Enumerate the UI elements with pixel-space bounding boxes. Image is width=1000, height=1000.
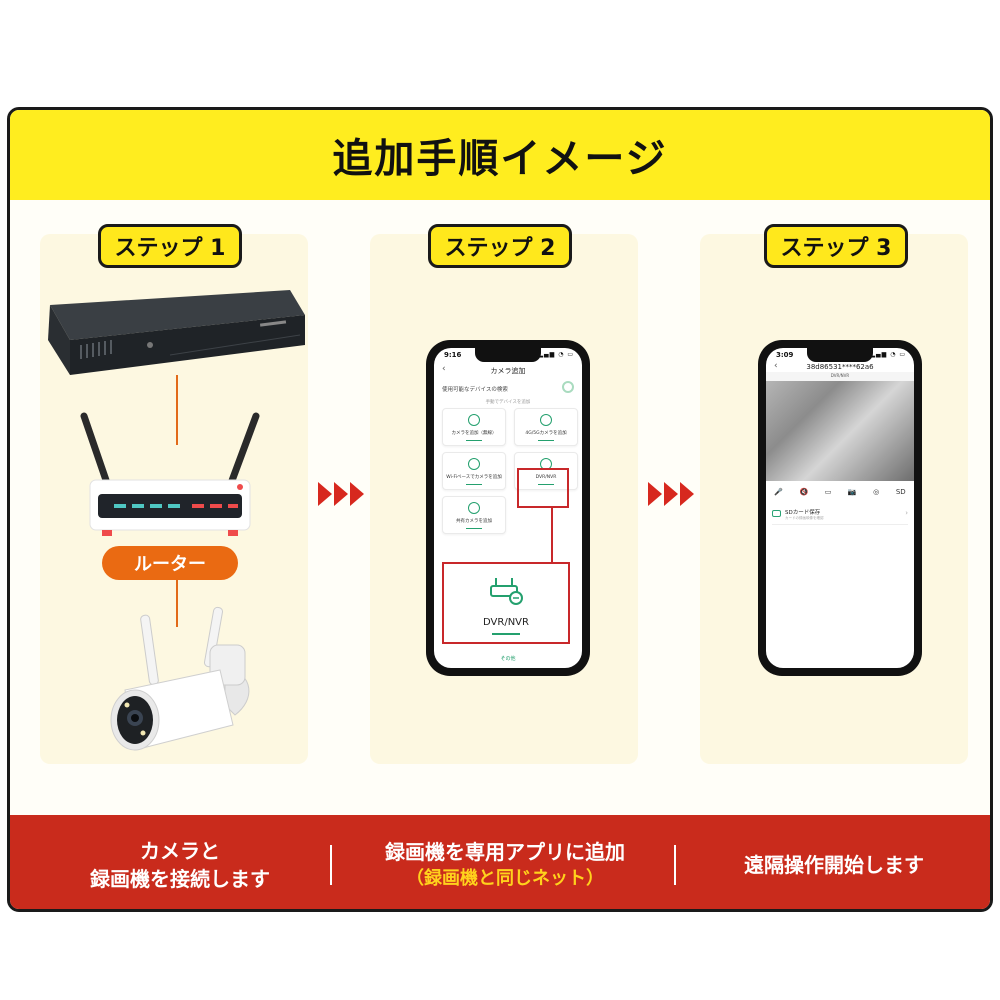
caption-step1: カメラと 録画機を接続します <box>30 815 330 909</box>
sd-card-row[interactable]: SDカード保存 カードの録画映像を確認 › <box>772 507 908 525</box>
caption-step2: 録画機を専用アプリに追加 （録画機と同じネット） <box>340 815 670 909</box>
wifi-camera-icon <box>468 458 480 470</box>
footer-band: カメラと 録画機を接続します 録画機を専用アプリに追加 （録画機と同じネット） … <box>10 815 990 909</box>
phone3-screen: 3:09 ▂▄▆ ◔ ▭ ‹ 38d86531****62a6 DVR/NVR … <box>766 348 914 668</box>
dvr-nvr-icon <box>490 578 523 605</box>
tile-shared-camera[interactable]: 共有カメラを追加 <box>442 496 506 534</box>
tile-label: カメラを追加（無線） <box>451 431 497 436</box>
phone-step3: 3:09 ▂▄▆ ◔ ▭ ‹ 38d86531****62a6 DVR/NVR … <box>758 340 922 676</box>
search-section-label: 使用可能なデバイスの検索 <box>442 387 508 393</box>
caption-line: 録画機を専用アプリに追加 <box>385 840 625 864</box>
card-underline <box>492 633 520 635</box>
tile-label: Wi-Fiベースでカメラを追加 <box>446 475 502 480</box>
arrow-2-3-icon <box>648 482 694 506</box>
status-icons: ▂▄▆ ◔ ▭ <box>538 351 574 358</box>
highlight-connector <box>551 507 553 565</box>
tile-label: DVR/NVR <box>535 475 557 480</box>
control-row: 🎤 🔇 ▭ 📷 ◎ SD <box>766 485 914 499</box>
page-title: 追加手順イメージ <box>332 136 668 182</box>
phone-notch <box>475 348 541 362</box>
sd-quality-button[interactable]: SD <box>895 488 906 496</box>
tile-underline <box>466 439 482 441</box>
chevron-right-icon: › <box>905 509 908 517</box>
tile-underline <box>466 483 482 485</box>
camera-icon <box>468 414 480 426</box>
caption-divider <box>674 845 676 885</box>
other-link[interactable]: その他 <box>500 656 516 662</box>
tile-label: 共有カメラを追加 <box>456 519 492 524</box>
caption-note: （録画機と同じネット） <box>406 868 604 889</box>
main-frame: 追加手順イメージ ステップ 1 ステップ 2 ステップ 3 <box>7 107 993 912</box>
status-icons: ▂▄▆ ◔ ▭ <box>870 351 906 358</box>
record-icon[interactable]: ▭ <box>824 488 832 496</box>
status-time: 9:16 <box>444 351 462 359</box>
snapshot-icon[interactable]: 📷 <box>847 488 857 496</box>
router-label: ルーター <box>102 546 238 580</box>
manual-add-label: 手動でデバイスを追加 <box>485 400 531 405</box>
caption-line: 遠隔操作開始します <box>744 853 924 877</box>
sd-card-subtitle: カードの録画映像を確認 <box>785 516 824 520</box>
signal-camera-icon <box>540 414 552 426</box>
tile-add-camera[interactable]: カメラを追加（無線） <box>442 408 506 446</box>
tile-label: 4G/5Gカメラを追加 <box>525 431 567 436</box>
back-chevron-icon[interactable]: ‹ <box>774 361 778 371</box>
app-title: カメラ追加 <box>490 367 526 375</box>
live-channel-label: DVR/NVR <box>830 373 850 378</box>
tile-underline <box>466 527 482 529</box>
dvr-nvr-label: DVR/NVR <box>483 617 529 628</box>
caption-line: カメラと <box>140 839 220 863</box>
status-time: 3:09 <box>776 351 794 359</box>
tile-underline <box>538 439 554 441</box>
sd-card-title: SDカード保存 <box>785 510 821 516</box>
mute-icon[interactable]: 🔇 <box>799 488 809 496</box>
mic-icon[interactable]: 🎤 <box>774 488 783 496</box>
live-video-feed[interactable] <box>766 381 914 481</box>
scan-icon[interactable] <box>562 381 574 393</box>
dvr-recorder-image <box>48 290 305 375</box>
sd-card-icon <box>772 510 781 517</box>
connection-line-bottom <box>176 572 178 627</box>
arrow-1-2-icon <box>318 482 364 506</box>
step3-badge: ステップ 3 <box>764 224 908 268</box>
connection-line-top <box>176 375 178 445</box>
back-chevron-icon[interactable]: ‹ <box>442 364 446 374</box>
router-image <box>80 412 260 536</box>
ptz-icon[interactable]: ◎ <box>873 488 880 496</box>
caption-divider <box>330 845 332 885</box>
share-camera-icon <box>468 502 480 514</box>
header-banner: 追加手順イメージ <box>10 110 990 200</box>
caption-line: 録画機を接続します <box>90 867 270 891</box>
step1-badge: ステップ 1 <box>98 224 242 268</box>
dvr-tile-highlight <box>517 468 569 508</box>
step2-badge: ステップ 2 <box>428 224 572 268</box>
tile-add-wifi-camera[interactable]: Wi-Fiベースでカメラを追加 <box>442 452 506 490</box>
dvr-nvr-zoom-card[interactable]: DVR/NVR <box>442 562 570 644</box>
device-id: 38d86531****62a6 <box>806 363 874 371</box>
tile-underline <box>538 483 554 485</box>
security-camera-image <box>110 606 250 751</box>
caption-step3: 遠隔操作開始します <box>684 815 984 909</box>
live-top-bar <box>766 372 914 381</box>
phone-notch <box>807 348 873 362</box>
tile-add-4g-camera[interactable]: 4G/5Gカメラを追加 <box>514 408 578 446</box>
